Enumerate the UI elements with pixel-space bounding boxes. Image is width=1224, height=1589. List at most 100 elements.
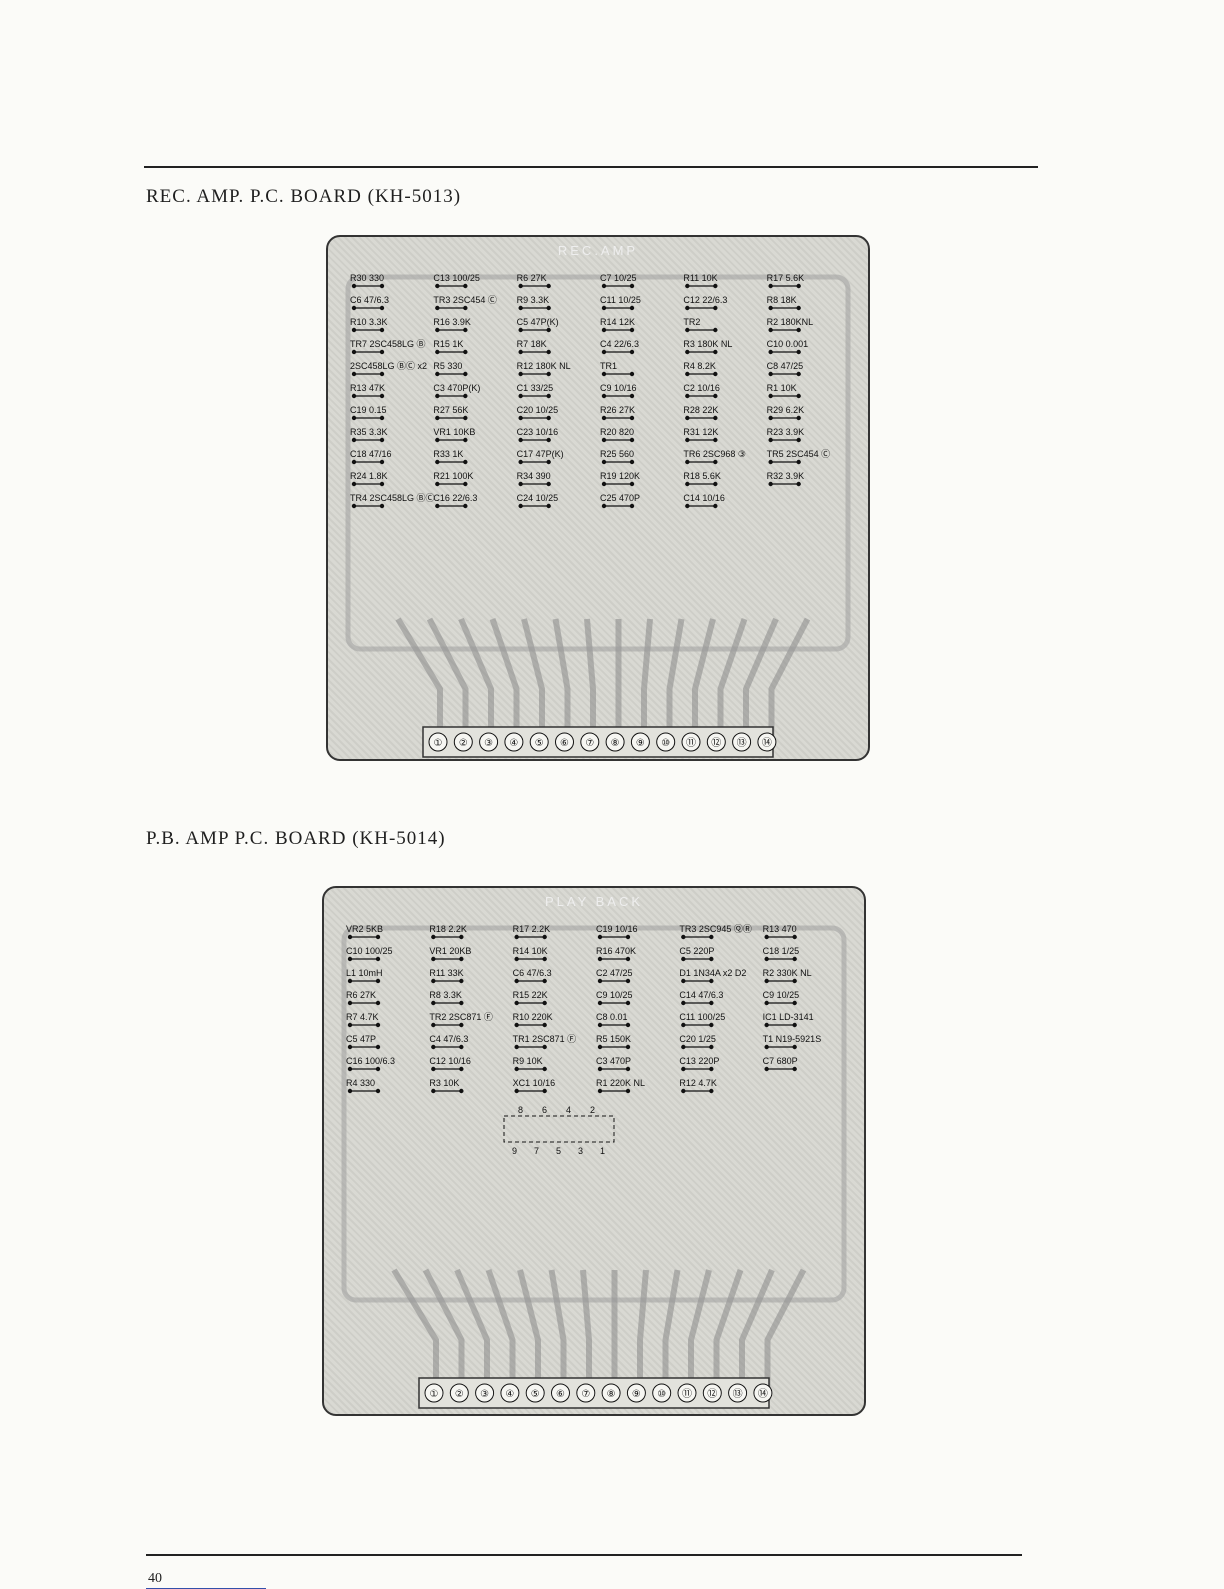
rec-solder-pad <box>351 327 357 333</box>
rec-component-label: C12 22/6.3 <box>683 295 727 305</box>
rec-solder-pad <box>518 349 523 355</box>
rec-component-label: C18 47/16 <box>350 449 392 459</box>
rec-connector-pin <box>732 732 752 752</box>
rec-solder-pad <box>463 305 468 311</box>
rec-solder-pad <box>435 349 440 355</box>
pb-component-label: IC1 LD-3141 <box>763 1012 814 1022</box>
rec-component-label: C16 22/6.3 <box>433 493 477 503</box>
rec-solder-pad <box>796 371 801 377</box>
pb-solder-pad <box>514 978 519 984</box>
rec-component-label: R34 390 <box>517 471 551 481</box>
rec-solder-pad <box>796 327 801 333</box>
rec-solder-pad <box>379 327 385 333</box>
rec-component-label: R17 5.6K <box>767 273 805 283</box>
rec-solder-pad <box>796 349 801 355</box>
rec-solder-pad <box>379 305 385 311</box>
rec-connector-pin-label: ① <box>434 738 443 749</box>
rec-solder-pad <box>435 371 440 377</box>
pb-solder-pad <box>597 956 603 962</box>
pb-component-label: C7 680P <box>763 1056 798 1066</box>
rec-connector-pin <box>504 732 524 752</box>
rec-component-label: TR2 <box>683 317 700 327</box>
pb-connector-pin <box>424 1383 444 1403</box>
rec-component-label: R24 1.8K <box>350 471 388 481</box>
rec-component-label: R32 3.9K <box>767 471 805 481</box>
pb-solder-pad <box>709 956 714 962</box>
pb-connector-pin-label: ① <box>430 1389 439 1400</box>
pb-solder-pad <box>542 1022 547 1028</box>
pb-connector-pin <box>576 1383 596 1403</box>
pb-connector-pin-label: ⑪ <box>682 1388 692 1400</box>
pb-solder-pad <box>681 1088 686 1094</box>
rec-connector-pin <box>630 732 650 752</box>
rec-component-label: R9 3.3K <box>517 295 550 305</box>
rec-solder-pad <box>796 305 801 311</box>
pb-connector-pin <box>728 1383 748 1403</box>
rec-solder-pad <box>685 283 690 289</box>
pb-solder-pad <box>431 1088 436 1094</box>
pb-component-label: R1 220K NL <box>596 1078 645 1088</box>
pb-component-label: R15 22K <box>513 990 548 1000</box>
pb-solder-pad <box>681 934 686 940</box>
pb-solder-pad <box>375 1022 381 1028</box>
pb-solder-pad <box>347 1088 353 1094</box>
pb-solder-pad <box>431 934 436 940</box>
pb-component-label: C19 10/16 <box>596 924 638 934</box>
rec-component-label: TR4 2SC458LG ⒷⒸ <box>350 493 435 503</box>
pb-component-label: C11 100/25 <box>679 1012 725 1022</box>
rec-solder-pad <box>351 371 357 377</box>
rec-solder-pad <box>351 415 357 421</box>
pb-component-label: R8 3.3K <box>429 990 462 1000</box>
pb-connector-pin <box>449 1383 469 1403</box>
pb-connector-pin <box>525 1383 545 1403</box>
pb-solder-pad <box>792 1066 797 1072</box>
pb-component-label: R4 330 <box>346 1078 375 1088</box>
rec-solder-pad <box>379 437 385 443</box>
rec-solder-pad <box>713 459 718 465</box>
pb-banner: PLAY BACK <box>545 894 643 909</box>
pb-solder-pad <box>431 956 436 962</box>
rec-component-label: C1 33/25 <box>517 383 554 393</box>
rec-solder-pad <box>768 437 773 443</box>
pb-component-label: C5 47P <box>346 1034 376 1044</box>
pb-ic-outline <box>503 1115 615 1143</box>
pb-solder-pad <box>792 1000 797 1006</box>
rec-solder-pad <box>629 437 635 443</box>
pb-component-label: C8 0.01 <box>596 1012 628 1022</box>
pb-component-label: R11 33K <box>429 968 463 978</box>
pb-connector-pin <box>551 1383 570 1403</box>
pb-connector-pin-label: ⑨ <box>632 1389 641 1400</box>
rec-solder-pad <box>629 481 635 487</box>
rec-component-label: TR3 2SC454 Ⓒ <box>433 295 497 305</box>
rec-solder-pad <box>518 459 523 465</box>
pb-component-label: R3 10K <box>429 1078 459 1088</box>
rec-solder-pad <box>546 415 551 421</box>
rec-solder-pad <box>768 305 773 311</box>
rec-component-label: TR5 2SC454 Ⓒ <box>767 449 831 459</box>
rec-component-label: TR7 2SC458LG Ⓑ <box>350 339 426 349</box>
rec-connector-pin-label: ⑩ <box>661 738 670 749</box>
rec-solder-pad <box>601 393 607 399</box>
pb-component-label: VR2 5KB <box>346 924 383 934</box>
pb-solder-pad <box>542 934 547 940</box>
pb-component-label: C16 100/6.3 <box>346 1056 395 1066</box>
rec-solder-pad <box>435 393 440 399</box>
rec-solder-pad <box>629 415 635 421</box>
rec-solder-pad <box>351 349 357 355</box>
pb-component-label: R18 2.2K <box>429 924 467 934</box>
rec-ground-trace <box>345 274 851 652</box>
pb-solder-pad <box>625 956 631 962</box>
rec-component-label: R15 1K <box>433 339 463 349</box>
rec-component-label: 2SC458LG ⒷⒸ x2 <box>350 361 427 371</box>
pb-connector-pin <box>475 1383 495 1403</box>
rec-banner: REC.AMP <box>558 243 638 258</box>
rec-solder-pad <box>546 437 551 443</box>
pb-solder-pad <box>709 978 714 984</box>
rec-solder-pad <box>601 415 607 421</box>
pb-component-label: L1 10mH <box>346 968 383 978</box>
pb-component-label: TR2 2SC871 Ⓕ <box>429 1012 493 1022</box>
pb-solder-pad <box>459 1066 464 1072</box>
rec-connector-pin-label: ⑫ <box>711 737 721 749</box>
pb-solder-pad <box>597 934 603 940</box>
rec-solder-pad <box>463 459 468 465</box>
